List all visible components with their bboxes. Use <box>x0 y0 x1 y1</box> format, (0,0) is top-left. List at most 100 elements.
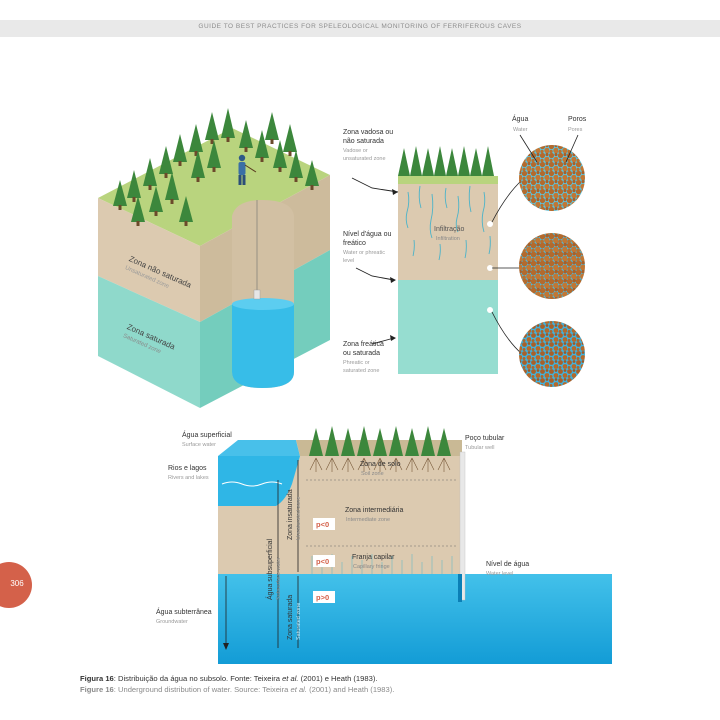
farmer <box>238 154 257 185</box>
unsat-zone-label: Zona insaturada <box>287 489 294 540</box>
groundwater-label-en: Groundwater <box>156 619 188 625</box>
arrow-head-3 <box>390 335 396 341</box>
figure-caption: Figura 16: Distribuição da água no subso… <box>80 673 680 695</box>
phreatic-zone-section <box>398 280 498 374</box>
surface-water-label: Água superficial <box>182 430 232 439</box>
cross-section-trees <box>309 426 451 456</box>
intermediate-zone-label: Zona intermediária <box>345 507 403 514</box>
caption-en-text-1: : Underground distribution of water. Sou… <box>113 685 291 694</box>
page-number: 306 <box>10 579 24 588</box>
phreatic-label-group: Zona freática ou saturada Phreatic or sa… <box>343 341 384 374</box>
caption-en-label: Figure 16 <box>80 685 114 694</box>
arrow-head-2 <box>390 277 396 283</box>
svg-text:saturated zone: saturated zone <box>343 368 379 374</box>
capillary-fringe-label: Franja capilar <box>352 554 395 561</box>
caption-en-text-2: (2001) and Heath (1983). <box>306 685 395 694</box>
rivers-lakes-label-en: Rivers and lakes <box>168 475 209 481</box>
page-number-badge: 306 <box>0 562 32 608</box>
caption-pt-label: Figura 16 <box>80 674 114 683</box>
groundwater-label: Água subterrânea <box>156 607 212 616</box>
svg-text:Water or phreatic: Water or phreatic <box>343 250 385 256</box>
groundwater-body <box>218 574 612 664</box>
svg-text:não saturada: não saturada <box>343 138 384 145</box>
svg-text:Vadose or: Vadose or <box>343 148 368 154</box>
arrow-head-1 <box>392 189 398 195</box>
marker-dot-3 <box>487 307 493 313</box>
pressure-badge-1-text: p<0 <box>316 520 329 529</box>
pressure-badge-2 <box>313 555 335 567</box>
sat-zone-label-en: Saturated zone <box>296 603 302 640</box>
pore-circle-saturated <box>519 321 585 387</box>
soil-zone-label-en: Soil zone <box>361 471 384 477</box>
well-side-bg <box>462 456 612 574</box>
groundwater-arrow-head <box>223 643 229 650</box>
infiltration-label: Infiltração <box>434 226 464 233</box>
running-header-title: GUIDE TO BEST PRACTICES FOR SPELEOLOGICA… <box>198 23 522 30</box>
caption-pt-text-2: (2001) e Heath (1983). <box>298 674 378 683</box>
pores-label-en: Pores <box>568 127 583 133</box>
pressure-badge-1 <box>313 518 335 530</box>
capillary-fringe-label-en: Capillary fringe <box>353 564 390 570</box>
grass-surface <box>98 128 330 246</box>
tubular-well-label-en: Tubular well <box>465 445 494 451</box>
water-label: Água <box>512 114 528 123</box>
section-diagram: Infiltração Infiltration Água Water Poro… <box>343 114 587 387</box>
marker-dot-1 <box>487 221 493 227</box>
section-trees <box>398 146 494 176</box>
left-face-saturated <box>98 276 200 408</box>
vadose-zone-section <box>398 178 498 280</box>
well-water <box>232 304 294 388</box>
river-water <box>218 456 300 506</box>
svg-text:level: level <box>343 258 354 264</box>
section-grass <box>398 176 498 184</box>
surface-water-label-en: Surface water <box>182 442 216 448</box>
caption-english: Figure 16: Underground distribution of w… <box>80 684 680 695</box>
forest <box>113 108 319 226</box>
intermediate-zone-label-en: Intermediate zone <box>346 517 390 523</box>
pore-circle-water-level <box>519 233 585 299</box>
caption-pt-etal: et al. <box>282 674 299 683</box>
svg-text:Nível d'água ou: Nível d'água ou <box>343 231 392 238</box>
well-water-surface <box>232 298 294 310</box>
block-diagram: Zona não saturada Unsaturated zone Zona … <box>98 108 330 408</box>
river-wave <box>221 481 283 487</box>
pressure-badge-2-text: p<0 <box>316 557 329 566</box>
soil-zone-label: Zona de solo <box>360 461 401 468</box>
infiltration-lines <box>405 185 491 261</box>
water-level-label-en: Water level <box>486 571 513 577</box>
svg-text:Phreatic or: Phreatic or <box>343 360 370 366</box>
cross-section: Zona insaturada Unsaturated zone Água su… <box>156 426 612 664</box>
pressure-badge-3 <box>313 591 335 603</box>
zone-arrows <box>351 177 399 345</box>
svg-text:freático: freático <box>343 240 366 247</box>
svg-text:Zona vadosa ou: Zona vadosa ou <box>343 129 393 136</box>
caption-en-etal: et al. <box>290 685 307 694</box>
caption-portuguese: Figura 16: Distribuição da água no subso… <box>80 673 680 684</box>
pore-circle-unsaturated <box>519 145 585 211</box>
caption-pt-text-1: : Distribuição da água no subsolo. Fonte… <box>113 674 283 683</box>
well-bucket <box>253 289 261 300</box>
svg-text:unsaturated zone: unsaturated zone <box>343 156 386 162</box>
pores-label: Poros <box>568 116 587 123</box>
sat-zone-label: Zona saturada <box>287 595 294 640</box>
tubular-well <box>459 451 466 601</box>
pressure-badge-3-text: p>0 <box>316 593 329 602</box>
surface-water-top <box>218 440 300 456</box>
svg-text:ou saturada: ou saturada <box>343 350 380 357</box>
infiltration-label-en: Infiltration <box>436 236 460 242</box>
subsurface-label: Água subsuperficial <box>265 538 274 600</box>
running-header: GUIDE TO BEST PRACTICES FOR SPELEOLOGICA… <box>0 20 720 37</box>
water-level-label-group: Nível d'água ou freático Water or phreat… <box>343 231 392 264</box>
tubular-well-label: Poço tubular <box>465 435 505 442</box>
marker-dot-2 <box>487 265 493 271</box>
water-pointer <box>519 134 538 163</box>
water-label-en: Water <box>513 127 528 133</box>
unsat-zone-label-en: Unsaturated zone <box>296 497 302 540</box>
left-face-unsaturated <box>98 198 200 322</box>
vadose-label-group: Zona vadosa ou não saturada Vadose or un… <box>343 129 393 162</box>
pores-pointer <box>565 134 579 163</box>
svg-text:Zona freática: Zona freática <box>343 341 384 348</box>
well-water-column <box>458 574 462 602</box>
tree-roots <box>309 457 451 472</box>
